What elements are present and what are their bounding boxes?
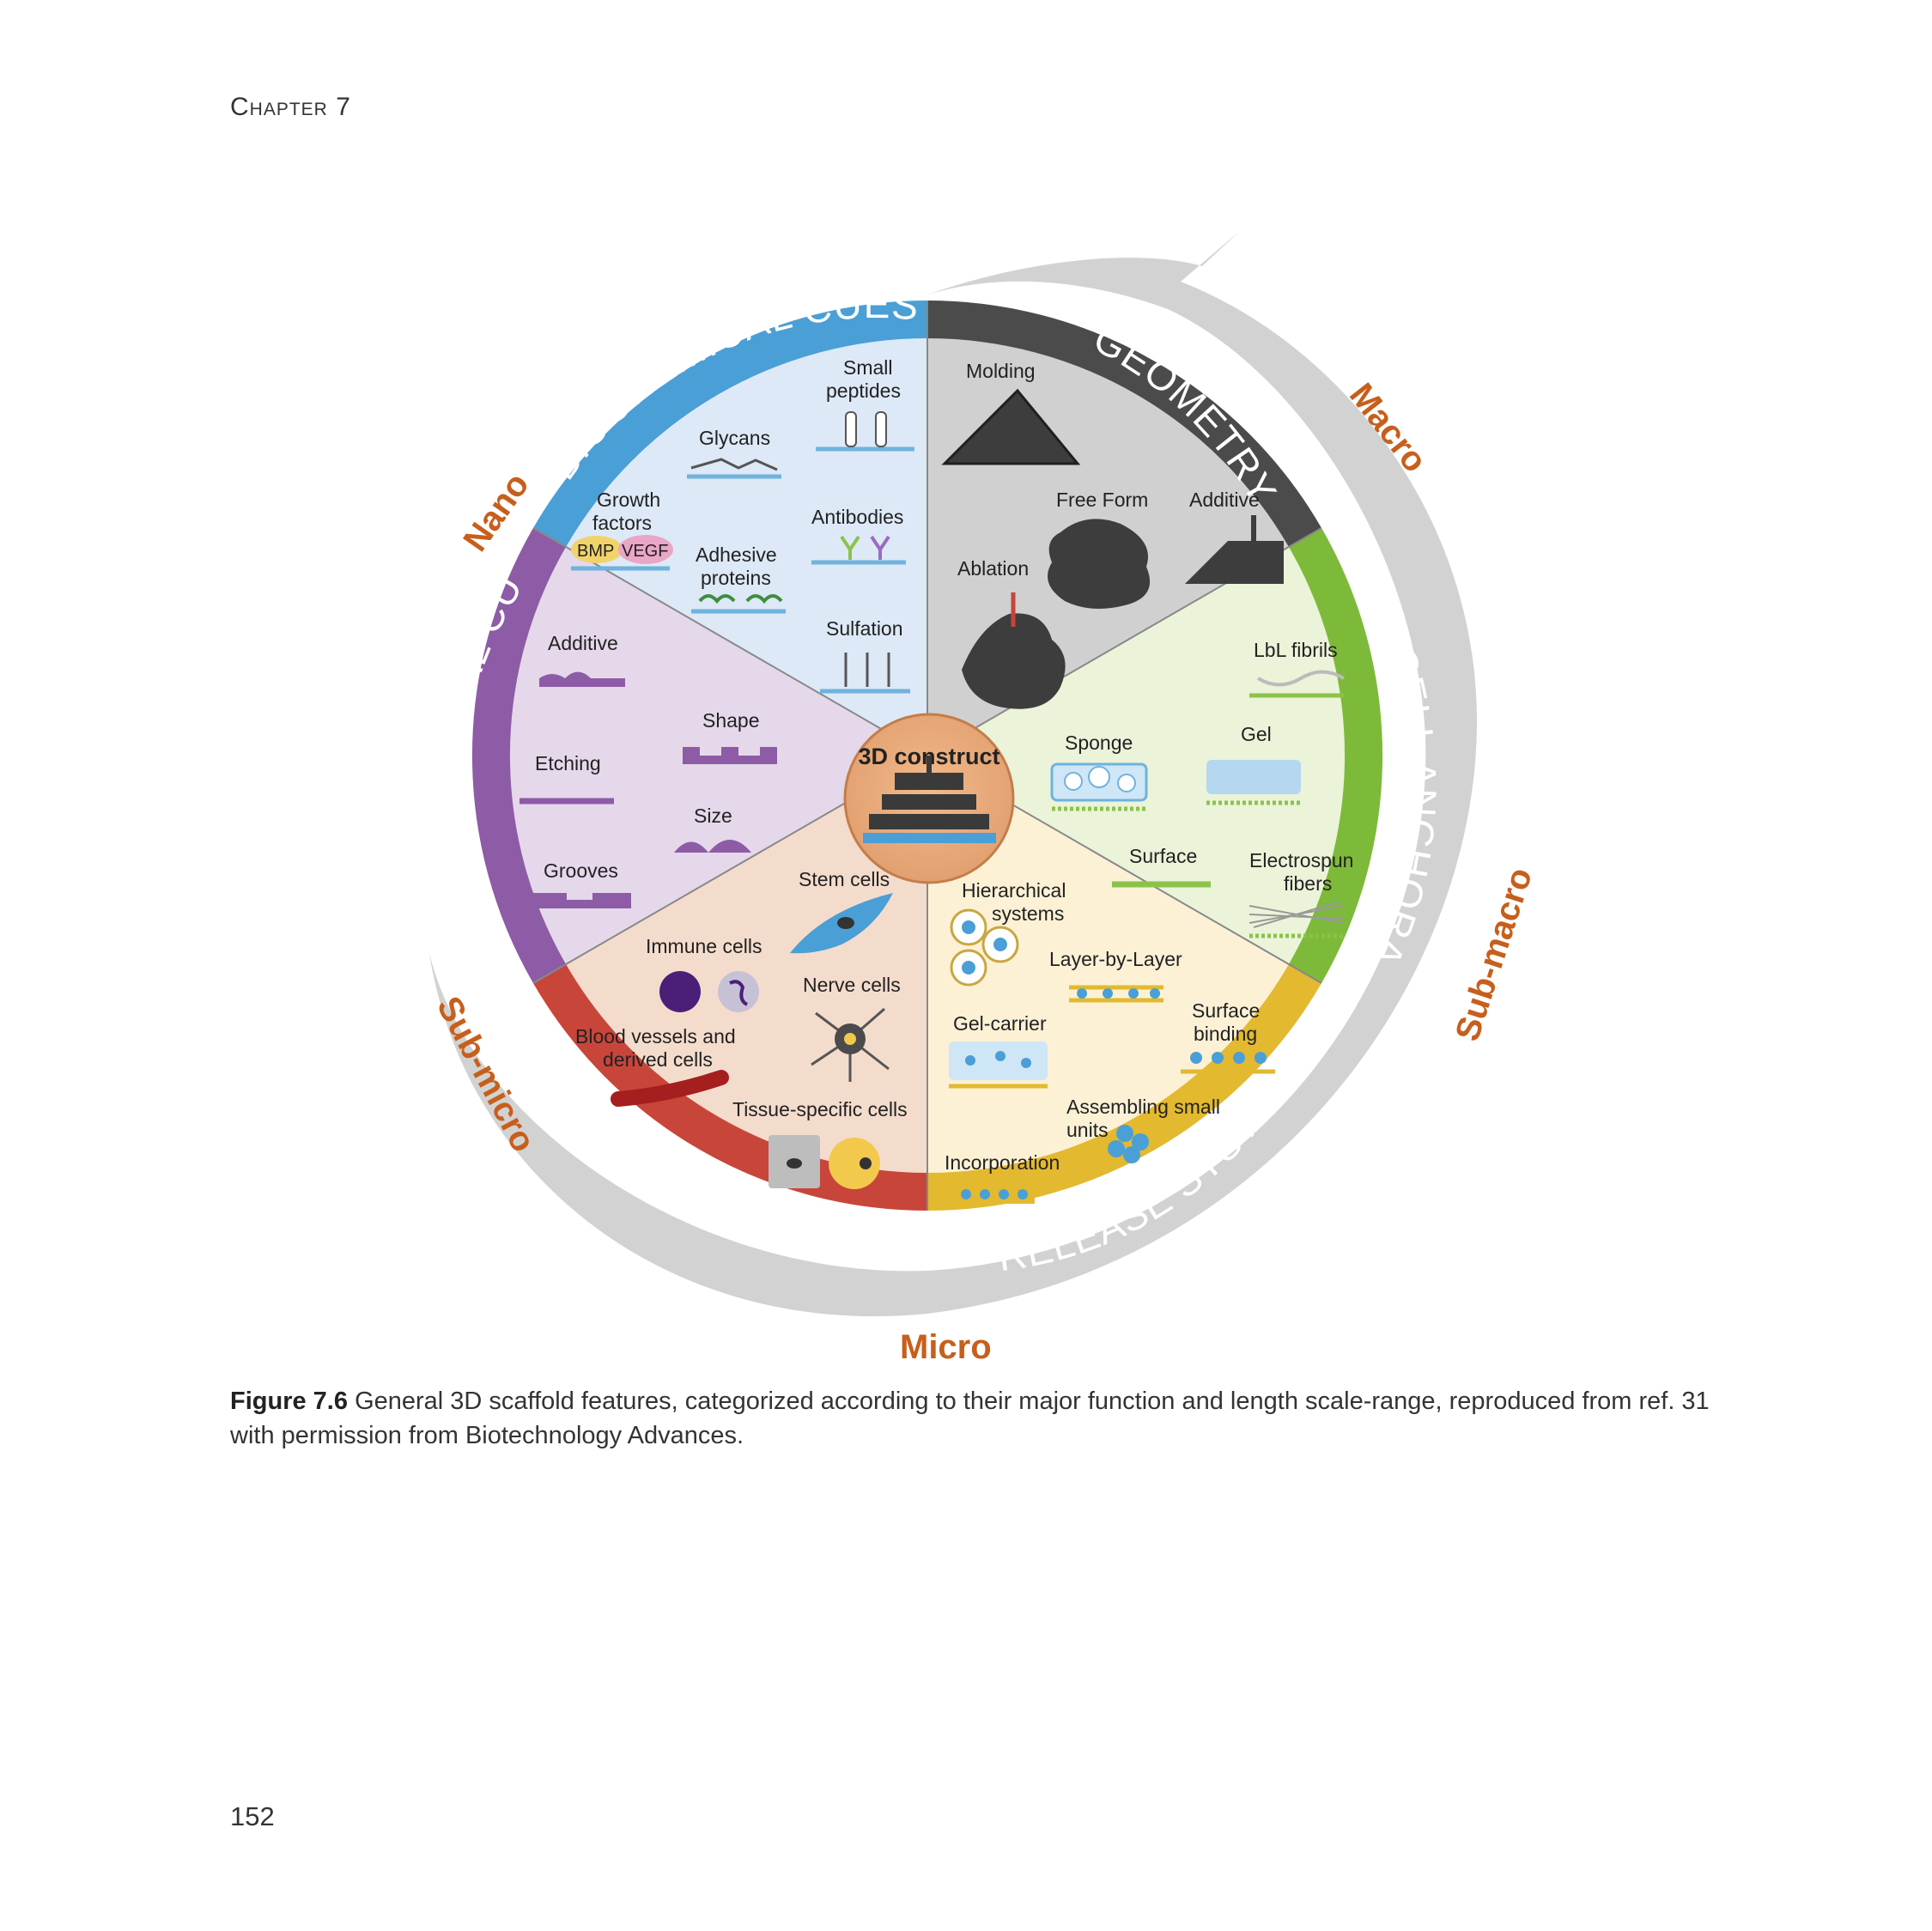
- label-ablation: Ablation: [957, 557, 1029, 580]
- label-sulfation: Sulfation: [826, 617, 903, 640]
- scale-sub-micro: Sub-micro: [429, 991, 543, 1158]
- growth-factors-icon: BMP VEGF: [571, 535, 673, 571]
- label-growth-factors-2: factors: [592, 512, 652, 534]
- caption-text: General 3D scaffold features, categorize…: [230, 1388, 1710, 1449]
- cellularity-items: Stem cells Immune cells Nerve cells Bloo…: [575, 868, 908, 1189]
- size-icon: [674, 840, 773, 853]
- label-stem-cells: Stem cells: [799, 868, 890, 890]
- running-header: Chapter 7: [230, 93, 351, 122]
- additive-geo-icon: [1185, 515, 1284, 584]
- lbl-fibrils-icon: [1249, 670, 1346, 698]
- label-antibodies: Antibodies: [811, 506, 903, 528]
- scale-micro: Micro: [900, 1328, 992, 1366]
- label-incorporation: Incorporation: [945, 1151, 1060, 1174]
- label-hierarchical-1: Hierarchical: [962, 879, 1066, 902]
- chapter-number: 7: [336, 93, 351, 121]
- label-etching: Etching: [535, 752, 601, 774]
- immune-cells-icon: [659, 971, 759, 1012]
- band-cell-anchorage: [1288, 528, 1382, 983]
- scaffold-stack-icon: [863, 756, 996, 843]
- band-geometry: [927, 301, 1322, 548]
- label-adhesive-2: proteins: [701, 567, 771, 589]
- label-sponge: Sponge: [1065, 732, 1133, 754]
- title-topographical: TOPOGRAPHICAL CUES: [0, 0, 532, 1001]
- label-gel-carrier: Gel-carrier: [953, 1012, 1047, 1035]
- sponge-icon: [1050, 762, 1148, 811]
- label-small-peptides-1: Small: [843, 356, 893, 379]
- label-surface-binding-1: Surface: [1192, 999, 1260, 1022]
- label-adhesive-1: Adhesive: [696, 543, 777, 566]
- label-glycans: Glycans: [699, 427, 770, 449]
- biochemical-items: Small peptides Glycans Growth factors BM…: [571, 356, 914, 694]
- cell-anchorage-items: LbL fibrils Sponge Gel Surface Electrosp…: [1050, 639, 1353, 938]
- label-vegf: VEGF: [622, 542, 668, 561]
- sector-cell-anchorage: [927, 528, 1383, 983]
- caption-label: Figure 7.6: [230, 1388, 348, 1415]
- ablation-icon: [962, 592, 1066, 709]
- gel-icon: [1206, 760, 1301, 805]
- label-grooves: Grooves: [544, 859, 618, 882]
- label-bmp: BMP: [577, 542, 614, 561]
- grooves-icon: [532, 893, 631, 908]
- label-blood-vessels-2: derived cells: [603, 1048, 713, 1071]
- label-immune-cells: Immune cells: [646, 935, 762, 957]
- electrospun-fibers-icon: [1249, 901, 1345, 938]
- gel-carrier-icon: [949, 1041, 1048, 1089]
- label-growth-factors-1: Growth: [597, 489, 660, 511]
- free-form-icon: [1048, 519, 1151, 609]
- label-surface: Surface: [1129, 845, 1197, 867]
- page-number: 152: [230, 1801, 275, 1831]
- label-electrospun-1: Electrospun: [1249, 849, 1353, 871]
- layer-by-layer-icon: [1069, 985, 1163, 1003]
- nerve-cells-icon: [811, 1007, 890, 1082]
- label-additive-geo: Additive: [1189, 489, 1260, 511]
- tissue-specific-cells-icon: [769, 1135, 880, 1189]
- label-electrospun-2: fibers: [1284, 872, 1332, 895]
- label-nerve-cells: Nerve cells: [803, 974, 901, 996]
- scaffold-features-figure: BIOCHEMICAL CUES GEOMETRY CELL ANCHORAGE…: [0, 0, 1540, 1366]
- label-hierarchical-2: systems: [992, 902, 1064, 925]
- band-topographical: [472, 528, 567, 983]
- stem-cells-icon: [790, 893, 893, 954]
- label-lbl-fibrils: LbL fibrils: [1254, 639, 1338, 661]
- label-small-peptides-2: peptides: [826, 380, 901, 402]
- incorporation-icon: [953, 1185, 1035, 1204]
- label-tissue-specific: Tissue-specific cells: [732, 1098, 908, 1120]
- label-assembling-2: units: [1066, 1119, 1109, 1141]
- chapter-word: Chapter: [230, 93, 328, 121]
- label-shape: Shape: [702, 709, 760, 732]
- label-molding: Molding: [966, 360, 1036, 382]
- blood-vessel-icon: [611, 1070, 729, 1107]
- assembling-units-icon: [1108, 1125, 1149, 1163]
- label-surface-binding-2: binding: [1194, 1023, 1257, 1045]
- glycans-icon: [687, 458, 781, 479]
- sulfation-icon: [820, 653, 910, 694]
- geometry-items: Molding Free Form Additive Ablation: [941, 360, 1284, 709]
- antibodies-icon: [811, 535, 906, 565]
- topographical-items: Additive Shape Etching Size Grooves: [519, 632, 777, 908]
- label-blood-vessels-1: Blood vessels and: [575, 1025, 736, 1047]
- label-free-form: Free Form: [1056, 489, 1148, 511]
- release-items: Hierarchical systems Layer-by-Layer Gel-…: [945, 879, 1275, 1204]
- label-additive-topo: Additive: [548, 632, 618, 654]
- label-assembling-1: Assembling small: [1066, 1096, 1220, 1118]
- hierarchical-systems-icon: [950, 908, 1019, 987]
- surface-binding-icon: [1181, 1052, 1275, 1074]
- label-layer-by-layer: Layer-by-Layer: [1049, 948, 1182, 970]
- adhesive-proteins-icon: [691, 594, 786, 614]
- figure-caption: Figure 7.6 General 3D scaffold features,…: [230, 1384, 1716, 1453]
- small-peptides-icon: [816, 411, 914, 452]
- scale-sub-macro: Sub-macro: [1449, 863, 1540, 1045]
- shape-icon: [683, 747, 777, 764]
- center-hub: 3D construct: [843, 713, 1015, 884]
- label-size: Size: [694, 805, 732, 827]
- additive-topo-icon: [539, 671, 625, 687]
- label-gel: Gel: [1241, 723, 1272, 745]
- band-biochemical: [532, 301, 928, 548]
- molding-icon: [941, 388, 1081, 465]
